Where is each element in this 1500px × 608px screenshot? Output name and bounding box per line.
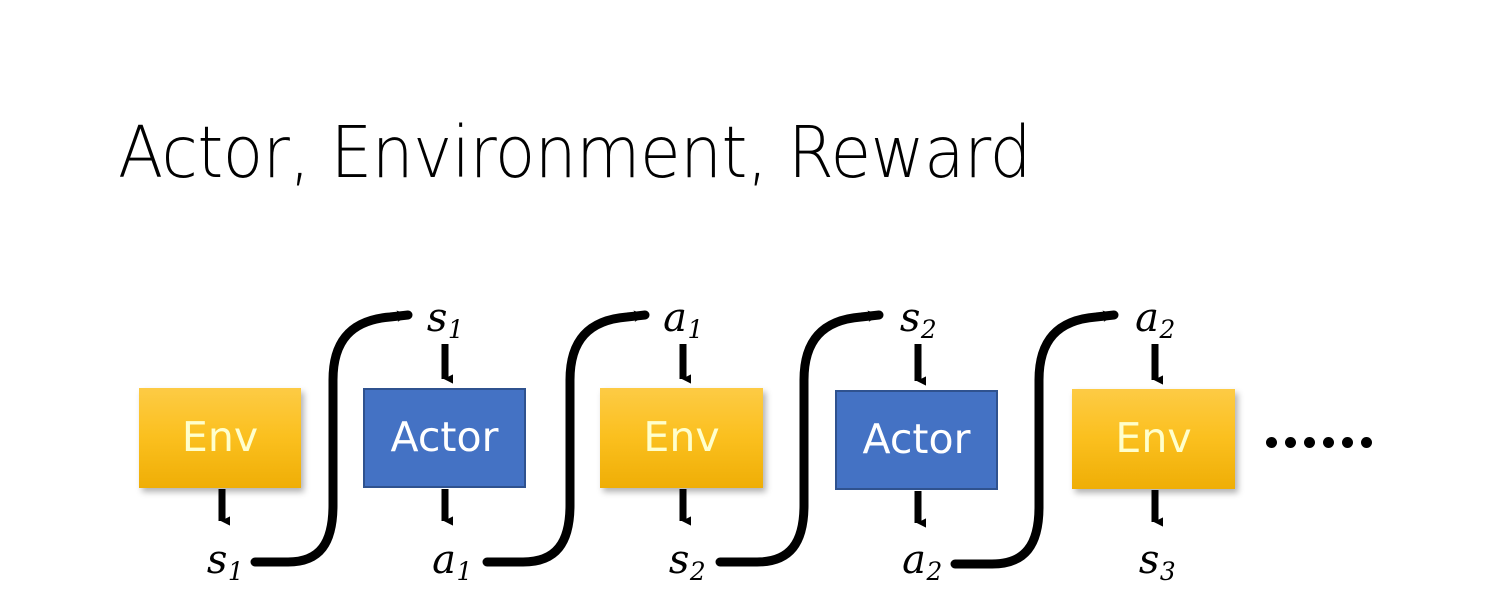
down-arrows-out-of-boxes: [218, 489, 1163, 528]
box-actor-1[interactable]: Actor: [363, 388, 526, 488]
box-env-2[interactable]: Env: [600, 388, 763, 488]
down-arrows-into-boxes: [441, 344, 1163, 386]
symbol: a: [432, 537, 457, 583]
box-label: Actor: [390, 412, 499, 461]
subscript: 1: [687, 315, 704, 345]
symbol: a: [663, 295, 688, 341]
label-state-s3-bottom: s3: [1138, 537, 1176, 584]
ellipsis-continuation: [1266, 437, 1372, 448]
box-label: Env: [1115, 413, 1192, 462]
ellipsis-dot: [1285, 437, 1296, 448]
label-state-s1-bottom: s1: [206, 537, 244, 584]
label-action-a1-top: a1: [663, 295, 703, 342]
page-title: Actor, Environment, Reward: [118, 111, 1032, 194]
symbol: a: [902, 537, 927, 583]
subscript: 2: [926, 557, 943, 587]
label-action-a2-bottom: a2: [902, 537, 942, 584]
box-env-1[interactable]: Env: [139, 388, 301, 488]
label-action-a2-top: a2: [1135, 295, 1175, 342]
label-state-s1-top: s1: [426, 295, 464, 342]
subscript: 1: [447, 315, 464, 345]
label-state-s2-bottom: s2: [668, 537, 706, 584]
symbol: s: [899, 295, 921, 341]
subscript: 1: [456, 557, 473, 587]
box-env-3[interactable]: Env: [1072, 389, 1235, 489]
subscript: 1: [227, 557, 244, 587]
label-state-s2-top: s2: [899, 295, 937, 342]
ellipsis-dot: [1323, 437, 1334, 448]
ellipsis-dot: [1342, 437, 1353, 448]
symbol: s: [1138, 537, 1160, 583]
subscript: 2: [689, 557, 706, 587]
symbol: s: [426, 295, 448, 341]
subscript: 2: [920, 315, 937, 345]
box-label: Env: [643, 412, 720, 461]
box-actor-2[interactable]: Actor: [835, 390, 998, 490]
ellipsis-dot: [1266, 437, 1277, 448]
subscript: 3: [1159, 557, 1176, 587]
box-label: Env: [181, 412, 259, 461]
subscript: 2: [1159, 315, 1176, 345]
box-label: Actor: [862, 414, 971, 463]
ellipsis-dot: [1304, 437, 1315, 448]
label-action-a1-bottom: a1: [432, 537, 472, 584]
symbol: s: [206, 537, 228, 583]
ellipsis-dot: [1361, 437, 1372, 448]
symbol: s: [668, 537, 690, 583]
symbol: a: [1135, 295, 1160, 341]
